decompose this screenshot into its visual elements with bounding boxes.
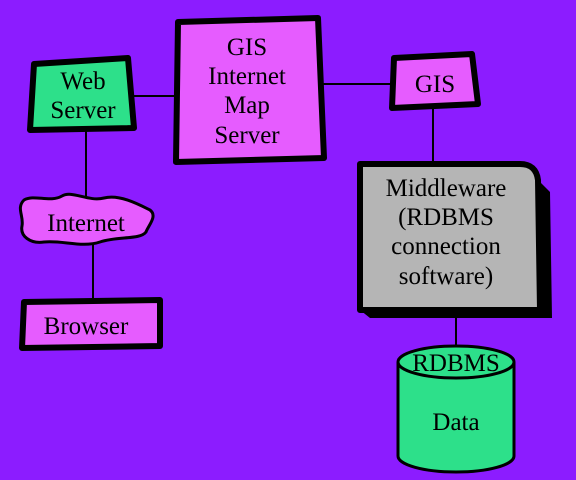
middleware-label-line2: (RDBMS — [398, 204, 494, 231]
middleware-label-line1: Middleware — [386, 175, 507, 202]
database-cylinder-top — [396, 344, 516, 380]
middleware-label-line4: software) — [399, 263, 493, 290]
middleware-box — [357, 161, 543, 313]
rdbms-data-label: Data — [432, 409, 479, 436]
web-server-label-line2: Server — [50, 97, 116, 124]
gis-box — [389, 51, 481, 111]
middleware-node: Middleware (RDBMS connection software) — [357, 161, 552, 318]
web-server-box — [27, 55, 137, 133]
map-server-label-line3: Map — [224, 92, 270, 119]
rdbms-node: RDBMS Data — [396, 344, 516, 474]
map-server-label-line1: GIS — [227, 34, 267, 61]
web-server-label-line1: Web — [60, 68, 105, 95]
gis-internet-map-server-box — [173, 15, 327, 165]
rdbms-label: RDBMS — [412, 350, 500, 377]
gis-internet-map-server-node: GIS Internet Map Server — [173, 15, 327, 165]
browser-node: Browser — [19, 297, 163, 351]
middleware-label-line3: connection — [391, 233, 501, 260]
internet-label: Internet — [47, 210, 125, 237]
web-server-node: Web Server — [27, 55, 137, 133]
map-server-label-line2: Internet — [208, 63, 286, 90]
internet-node: Internet — [18, 192, 155, 246]
gis-label: GIS — [415, 71, 455, 98]
map-server-label-line4: Server — [214, 122, 280, 149]
internet-cloud-shape — [18, 192, 155, 246]
database-cylinder-body — [396, 362, 516, 474]
browser-box — [19, 297, 163, 351]
gis-node: GIS — [389, 51, 481, 111]
browser-label: Browser — [44, 313, 129, 340]
